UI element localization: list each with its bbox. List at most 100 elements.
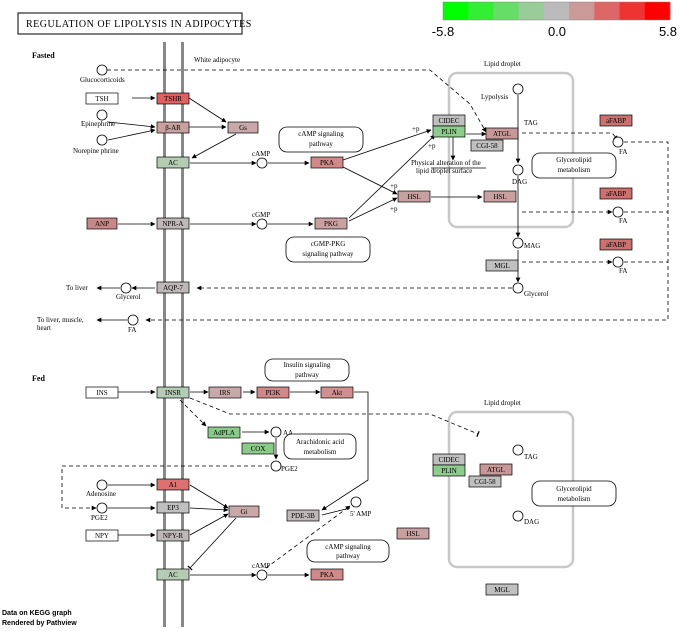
gene-ins[interactable]: INS <box>85 386 119 399</box>
gene-label: NPR-A <box>162 220 183 228</box>
gene-box <box>156 121 190 134</box>
pathway-glycerolipid-2[interactable]: Glycerolipid metabolism <box>531 480 617 507</box>
gene-box <box>314 217 348 230</box>
aa-label: AA <box>283 429 293 437</box>
gene-box <box>85 529 119 542</box>
gene-label: INSR <box>165 389 181 397</box>
gene-npr-a[interactable]: NPR-A <box>156 217 190 230</box>
legend-color-bar <box>443 2 671 20</box>
lypolysis-label: Lypolysis <box>481 93 509 101</box>
pathway-cgmp-pkg[interactable]: cGMP-PKG signaling pathway <box>285 236 371 263</box>
gene-akt[interactable]: Akt <box>320 386 354 399</box>
gene-irs[interactable]: IRS <box>208 386 242 399</box>
edges-fasted <box>96 69 669 323</box>
gene-pi3k[interactable]: PI3K <box>256 386 290 399</box>
pathway-glycerolipid-1[interactable]: Glycerolipid metabolism <box>531 152 617 179</box>
dag-label-1: DAG <box>512 178 527 186</box>
fa-label-3: FA <box>619 267 627 275</box>
fa-label-1: FA <box>619 148 627 156</box>
gene-afabp-3[interactable]: aFABP <box>599 238 633 251</box>
fa-compound-1 <box>612 136 624 148</box>
gene-aqp7[interactable]: AQP-7 <box>156 281 190 294</box>
svg-text:metabolism: metabolism <box>558 166 591 174</box>
gene-atgl-1[interactable]: ATGL <box>485 127 519 140</box>
gene-cox[interactable]: COX <box>241 442 275 455</box>
gene-label: aFABP <box>606 241 626 249</box>
gene-box <box>85 386 119 399</box>
gene-b-ar[interactable]: β-AR <box>156 121 190 134</box>
camp-label-2: cAMP <box>252 562 270 570</box>
gene-label: COX <box>251 445 266 453</box>
svg-text:Glycerolipid: Glycerolipid <box>556 156 592 164</box>
glycerol-compound-2 <box>120 282 132 294</box>
gene-gs[interactable]: Gs <box>227 121 259 134</box>
gene-box <box>156 156 190 169</box>
gene-pde3b[interactable]: PDE-3B <box>286 509 320 522</box>
gene-hsl-2[interactable]: HSL <box>483 190 517 203</box>
gene-label: Gi <box>241 508 248 516</box>
gene-plin-2[interactable]: PLIN <box>432 464 466 477</box>
gene-adpla[interactable]: AdPLA <box>207 426 241 439</box>
gene-afabp-2[interactable]: aFABP <box>599 187 633 200</box>
glucocorticoids-compound <box>96 64 108 76</box>
gene-label: TSHR <box>164 95 182 103</box>
svg-text:cAMP signaling: cAMP signaling <box>298 130 344 138</box>
cgmp-label: cGMP <box>252 211 270 219</box>
gene-cgi58-2[interactable]: CGI-58 <box>468 475 502 488</box>
gene-mgl-2[interactable]: MGL <box>485 583 519 596</box>
adenosine-compound <box>96 479 108 491</box>
gene-label: PKG <box>324 220 338 228</box>
gene-atgl-2[interactable]: ATGL <box>479 463 513 476</box>
gene-tshr[interactable]: TSHR <box>156 92 190 105</box>
footer-line-1: Data on KEGG graph <box>2 610 72 617</box>
glycerol-compound-1 <box>512 282 524 294</box>
gene-hsl-3[interactable]: HSL <box>396 527 430 540</box>
pathway-arachidonic-acid[interactable]: Arachidonic acid metabolism <box>283 433 357 460</box>
pathway-camp-signaling-2[interactable]: cAMP signaling pathway <box>306 539 390 563</box>
svg-text:cAMP signaling: cAMP signaling <box>325 543 371 551</box>
fa-compound-4 <box>127 314 139 326</box>
mag-label: MAG <box>524 242 540 250</box>
to-liver-muscle-label-2: heart <box>37 324 51 332</box>
gene-pkg[interactable]: PKG <box>314 217 348 230</box>
legend-swatch <box>543 2 570 20</box>
fa-compound-2 <box>612 206 624 218</box>
lipid-droplet-label-1: Lipid droplet <box>484 60 521 68</box>
dag-compound <box>512 164 524 176</box>
gene-label: ANP <box>95 220 109 228</box>
gene-box <box>470 139 504 152</box>
gene-box <box>286 509 320 522</box>
gene-ep3[interactable]: EP3 <box>156 501 190 514</box>
gene-label: AC <box>168 159 178 167</box>
pge2-compound-1 <box>270 460 282 472</box>
gene-npy-r[interactable]: NPY-R <box>156 529 190 542</box>
gene-cidec-2[interactable]: CIDEC <box>432 453 466 466</box>
gene-mgl-1[interactable]: MGL <box>485 259 519 272</box>
pathway-camp-signaling-1[interactable]: cAMP signaling pathway <box>278 126 364 153</box>
gene-gi[interactable]: Gi <box>228 505 260 518</box>
gene-anp[interactable]: ANP <box>86 217 118 230</box>
pathway-insulin-signaling[interactable]: Insulin signaling pathway <box>264 358 350 382</box>
legend-max-label: 5.8 <box>659 24 677 39</box>
gene-label: AC <box>168 571 178 579</box>
gene-cgi58-1[interactable]: CGI-58 <box>470 139 504 152</box>
gene-tsh[interactable]: TSH <box>85 92 119 105</box>
gene-npy[interactable]: NPY <box>85 529 119 542</box>
gene-a1[interactable]: A1 <box>156 478 190 491</box>
gene-ac-1[interactable]: AC <box>156 156 190 169</box>
gene-insr[interactable]: INSR <box>156 386 190 399</box>
gene-ac-2[interactable]: AC <box>156 568 190 581</box>
gene-pka-2[interactable]: PKA <box>310 568 344 581</box>
gene-plin-1[interactable]: PLIN <box>432 125 466 138</box>
gene-afabp-1[interactable]: aFABP <box>599 114 633 127</box>
gene-pka-1[interactable]: PKA <box>310 156 344 169</box>
p-label-2: +p <box>428 142 436 150</box>
physical-alteration-label-1: Physical alteration of the <box>411 159 481 167</box>
gene-hsl-1[interactable]: HSL <box>397 190 431 203</box>
gene-label: ATGL <box>487 466 505 474</box>
gene-cidec-1[interactable]: CIDEC <box>432 114 466 127</box>
gene-box <box>156 529 190 542</box>
gene-box <box>310 568 344 581</box>
svg-text:signaling pathway: signaling pathway <box>302 250 354 258</box>
